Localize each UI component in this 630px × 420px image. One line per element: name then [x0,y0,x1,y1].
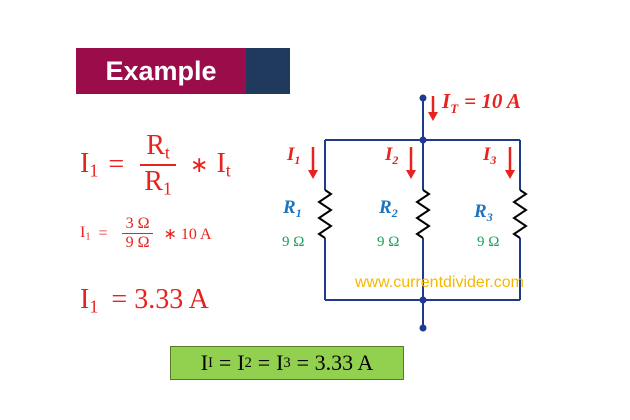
f3-lhs-sub: 1 [89,296,99,317]
f1-fraction: Rt R1 [140,130,176,199]
it-label: IT = 10 A [441,89,521,116]
i3-letter: I [482,144,491,165]
r2-label: R2 [378,197,398,220]
f1-numerator: Rt [142,130,174,164]
result-i2-sub: 2 [244,354,252,371]
f1-den-text: R [144,165,163,197]
r3-value: 9 Ω [477,234,499,250]
f2-rest: ∗ 10 A [163,225,212,243]
f1-denominator: R1 [140,163,176,200]
f2-numerator: 3 Ω [125,215,150,232]
r1-letter: R [282,197,296,218]
banner-accent [246,48,290,94]
it-label-value: = 10 A [464,89,521,113]
f3-lhs-text: I [80,284,90,315]
banner-title-box: Example [76,48,246,94]
input-terminal-dot [419,94,427,102]
result-i3-sub: 3 [283,354,291,371]
i2-label: I2 [384,144,398,167]
f1-den-sub: 1 [162,178,172,199]
r1-label: R1 [282,197,302,220]
bottom-junction-dot [419,296,427,304]
result-i1: I [200,350,209,375]
resistor-r2 [415,189,431,239]
output-terminal-dot [419,324,427,332]
f1-rhs: It [216,148,230,182]
result-eq-1: = [218,350,232,375]
i2-letter: I [384,144,393,165]
junction-dots [419,94,427,332]
i3-sub: 3 [489,153,496,167]
resistors [317,189,528,239]
i1-sub: 1 [294,153,300,167]
top-junction-dot [419,136,427,144]
f1-num-text: R [146,130,165,161]
r3-sub: 3 [486,210,493,224]
example-banner: Example [76,48,290,94]
r1-value: 9 Ω [282,234,304,250]
watermark-text: www.currentdivider.com [354,274,524,291]
f2-lhs: I1 [80,224,91,243]
substituted-formula: I1 = 3 Ω 9 Ω ∗ 10 A [80,215,212,252]
current-divider-formula: I1 = Rt R1 ∗ It [80,130,231,199]
i1-arrow-head [308,170,318,179]
f2-fraction: 3 Ω 9 Ω [121,215,154,252]
r3-letter: R [473,201,487,222]
f1-multiply: ∗ [190,151,209,177]
result-eq-2: = [257,350,271,375]
f1-rhs-text: I [216,147,226,179]
f2-equals: = [98,224,108,242]
f1-rhs-sub: t [225,160,231,181]
current-arrows [308,96,515,179]
it-arrow-head [428,112,438,121]
result-i1-sub: I [208,354,213,371]
f1-num-sub: t [164,142,170,163]
r3-label: R3 [473,201,493,224]
f1-equals: = [108,148,125,180]
i3-arrow-head [505,170,515,179]
r2-letter: R [378,197,392,218]
result-formula: I1 = 3.33 A [80,284,209,318]
it-label-sub: T [450,101,459,116]
resistor-r3 [512,189,528,239]
i3-label: I3 [482,144,496,167]
f1-lhs-text: I [80,147,90,179]
i1-letter: I [286,144,295,165]
r1-sub: 1 [296,206,302,220]
f1-lhs-sub: 1 [89,160,99,181]
r2-value: 9 Ω [377,234,399,250]
result-value: = 3.33 A [296,350,374,375]
f2-denominator: 9 Ω [121,233,154,252]
result-i3: I [276,350,284,375]
banner-title: Example [105,55,217,86]
f2-lhs-sub: 1 [85,231,91,243]
result-i2: I [237,350,245,375]
i2-sub: 2 [391,153,398,167]
f1-lhs: I1 [80,148,98,182]
f2-lhs-text: I [80,224,86,242]
i2-arrow-head [406,170,416,179]
resistor-r1 [317,189,333,239]
it-label-letter: I [441,89,451,113]
i1-label: I1 [286,144,300,167]
f3-rest: = 3.33 A [111,284,209,315]
r2-sub: 2 [391,206,398,220]
